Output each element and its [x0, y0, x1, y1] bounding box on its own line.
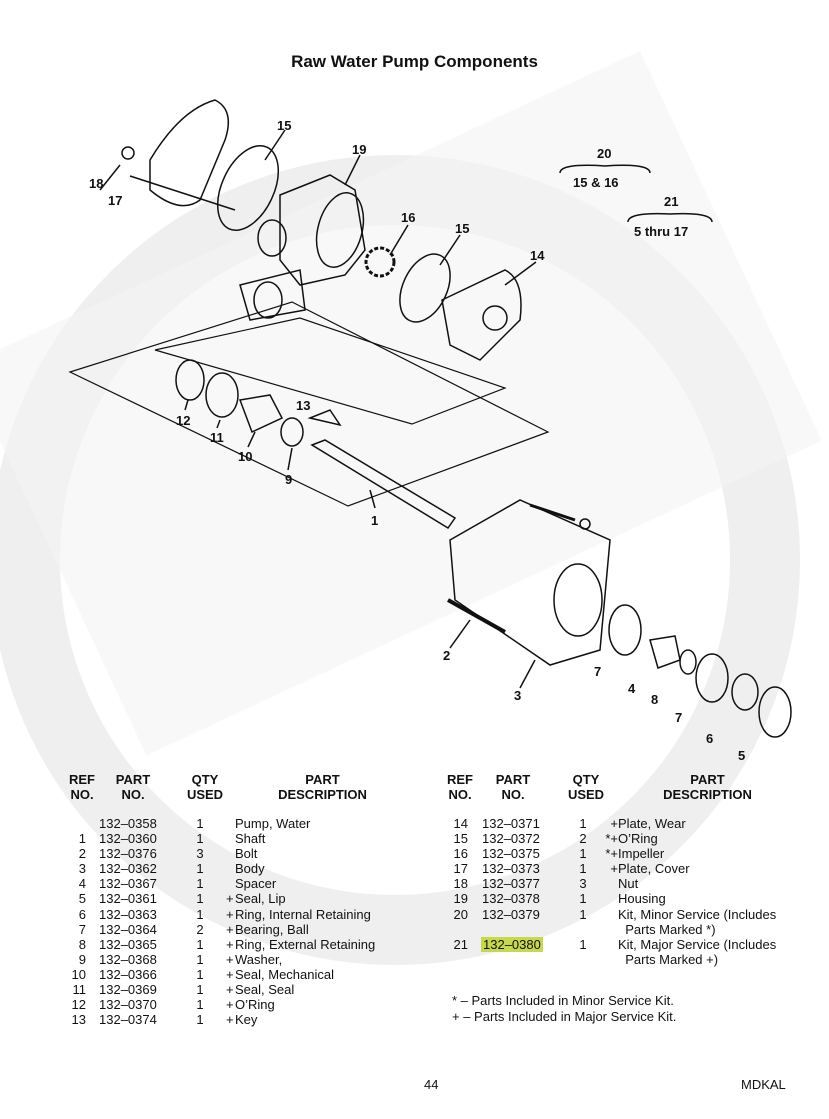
callout-14: 14	[530, 248, 545, 263]
header-ref-right: REF NO.	[447, 772, 473, 802]
callout-5: 5	[738, 748, 745, 760]
header-desc-right: PART DESCRIPTION	[663, 772, 752, 802]
right-table-part: 132–0371 132–0372 132–0375 132–0373 132–…	[482, 816, 540, 922]
page-title: Raw Water Pump Components	[291, 52, 538, 71]
note-minor-kit: * – Parts Included in Minor Service Kit.	[452, 993, 674, 1008]
left-table-part: 132–0358 132–0360 132–0376 132–0362 132–…	[99, 816, 157, 1028]
callout-13: 13	[296, 398, 310, 413]
callout-3: 3	[514, 688, 521, 703]
left-table-desc: Pump, Water Shaft Bolt Body Spacer Seal,…	[235, 816, 376, 1028]
callout-20: 20	[597, 146, 611, 161]
callout-16: 16	[401, 210, 415, 225]
callout-2: 2	[443, 648, 450, 663]
cover-plate	[149, 99, 230, 207]
left-table-qty: 1 1 3 1 1 1 1 2 1 1 1 1 1 1	[196, 816, 204, 1028]
callout-18: 18	[89, 176, 103, 191]
body	[449, 499, 611, 666]
document-code: MDKAL	[741, 1077, 786, 1092]
shaft	[310, 439, 457, 530]
exploded-parts-diagram: 15 19 18 17 16 15 14 20 15 & 16 21 5 thr…	[68, 99, 792, 760]
callout-6: 6	[706, 731, 713, 746]
right-table-desc: Plate, Wear O’Ring Impeller Plate, Cover…	[618, 816, 777, 967]
header-qty-left: QTY USED	[186, 772, 224, 802]
callout-15a: 15	[277, 118, 291, 133]
callout-1: 1	[371, 513, 378, 528]
impeller	[364, 246, 396, 278]
header-part-left: PART NO.	[115, 772, 151, 802]
callout-7b: 7	[675, 710, 682, 725]
callout-10: 10	[238, 449, 252, 464]
wear-plate	[441, 269, 522, 361]
left-table-ref: 1 2 3 4 5 6 7 8 9 10 11 12 13	[71, 831, 86, 1028]
housing	[279, 174, 366, 286]
note-major-kit: + – Parts Included in Major Service Kit.	[452, 1009, 677, 1024]
callout-21: 21	[664, 194, 678, 209]
callout-17: 17	[108, 193, 122, 208]
callout-21-range: 5 thru 17	[634, 224, 688, 239]
left-table-mark: + + + + + + + + +	[226, 891, 234, 1028]
highlighted-part-number: 132–0380	[481, 937, 543, 953]
right-table-ref: 14 15 16 17 18 19 20 21	[453, 816, 468, 952]
callout-20-range: 15 & 16	[573, 175, 619, 190]
header-part-right: PART NO.	[495, 772, 531, 802]
right-table-mark: + *+ *+ +	[605, 816, 618, 877]
header-desc-left: PART DESCRIPTION	[278, 772, 367, 802]
header-qty-right: QTY USED	[567, 772, 605, 802]
callout-4: 4	[628, 681, 636, 696]
callout-7a: 7	[594, 664, 601, 679]
callout-19: 19	[352, 142, 366, 157]
right-table-qty: 1 2 1 1 3 1 1 1	[579, 816, 587, 952]
callout-15b: 15	[455, 221, 469, 236]
callout-11: 11	[210, 430, 224, 445]
header-ref-left: REF NO.	[69, 772, 95, 802]
page-number: 44	[424, 1077, 439, 1092]
callout-12: 12	[176, 413, 190, 428]
callout-8: 8	[651, 692, 658, 707]
o-ring-top	[216, 145, 280, 231]
callout-9: 9	[285, 472, 292, 487]
